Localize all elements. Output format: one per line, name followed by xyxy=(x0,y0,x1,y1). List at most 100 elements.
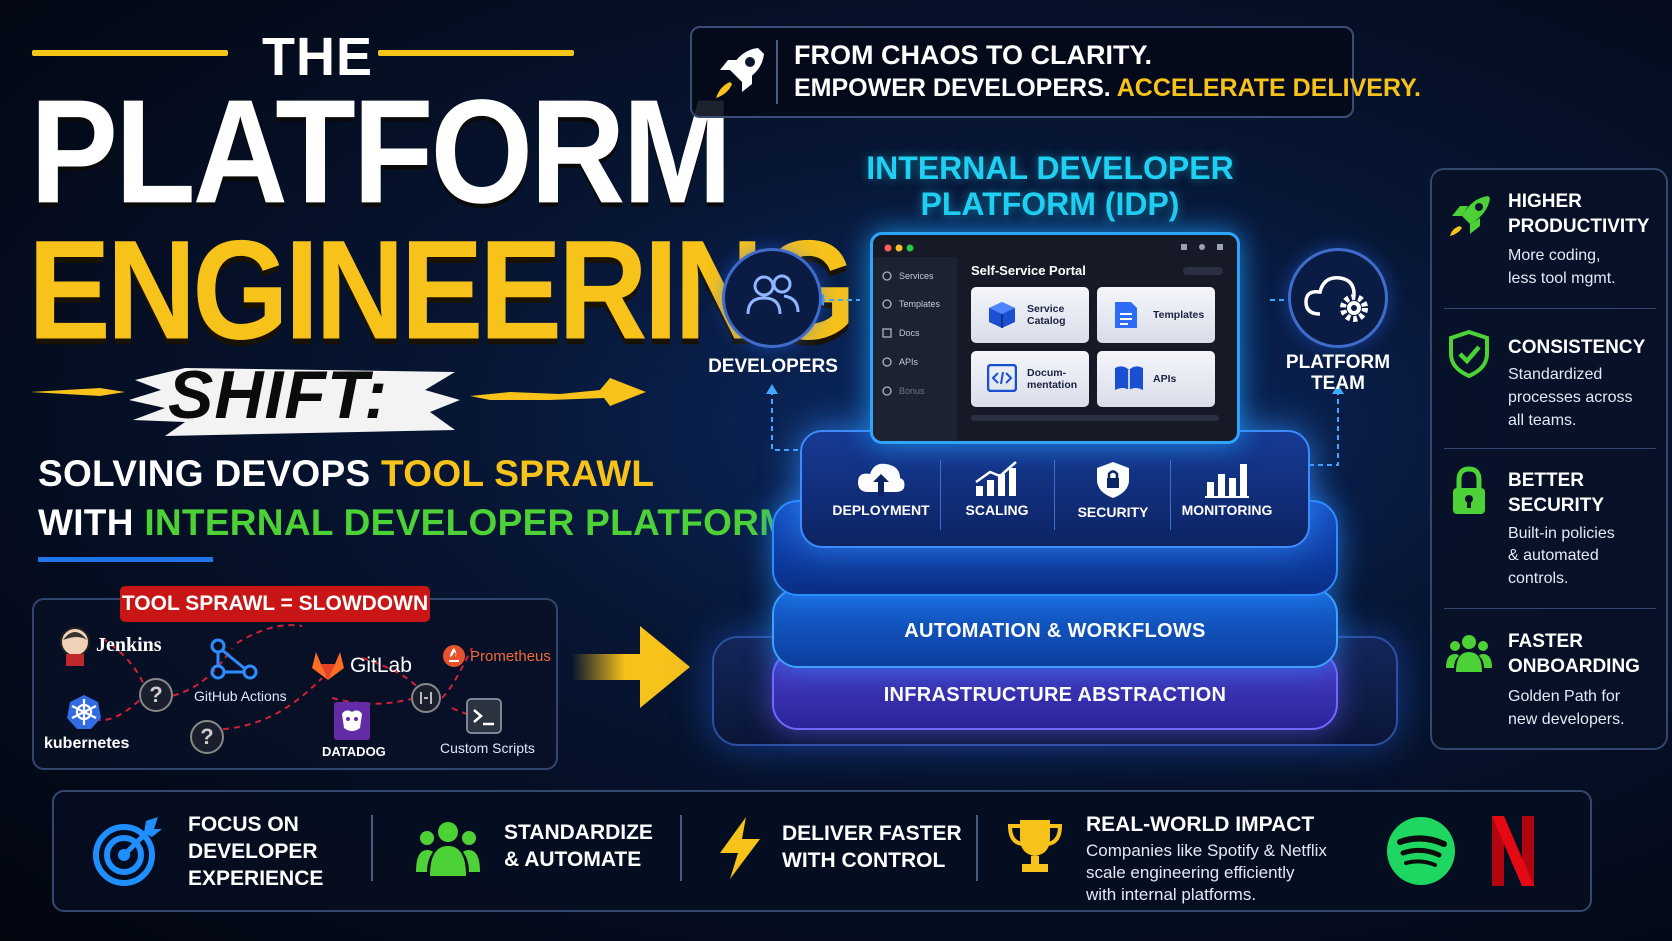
portal-scrollbar[interactable] xyxy=(971,415,1219,421)
tool-label-datadog: DATADOG xyxy=(322,744,386,759)
benefit-desc-productivity-1: More coding, xyxy=(1508,247,1601,264)
layer-label-automation: AUTOMATION & WORKFLOWS xyxy=(904,620,1206,642)
portal-nav-icons xyxy=(882,271,892,396)
bar-chart-icon xyxy=(1205,464,1249,498)
question-mark-icon: ? xyxy=(139,678,173,712)
benefit-desc-onboarding-1: Golden Path for xyxy=(1508,688,1621,705)
bottom-impact-description: Companies like Spotify & Netflix scale e… xyxy=(1086,841,1327,904)
question-mark-icon: ? xyxy=(190,720,224,754)
github-actions-icon xyxy=(210,638,258,680)
yellow-arrow-left-decoration xyxy=(30,388,125,396)
benefit-desc-onboarding-2: new developers. xyxy=(1508,711,1625,728)
banner-headline: FROM CHAOS TO CLARITY. xyxy=(794,40,1153,70)
lock-icon xyxy=(1453,466,1485,514)
benefit-desc-consistency-1: Standardized xyxy=(1508,366,1603,383)
bottom-impact-title: REAL-WORLD IMPACT xyxy=(1086,813,1315,836)
benefit-title-security-1: BETTER xyxy=(1508,470,1584,491)
title-line-left xyxy=(32,50,228,56)
title-engineering: ENGINEERING xyxy=(28,212,856,370)
tile-documentation[interactable]: Docum- mentation xyxy=(971,351,1089,407)
capability-divider xyxy=(1170,460,1171,530)
datadog-icon xyxy=(334,702,370,740)
banner-divider xyxy=(776,40,778,104)
portal-nav-extra[interactable]: Bonus xyxy=(899,386,925,396)
portal-nav-services[interactable]: Services xyxy=(899,271,934,281)
tool-label-gitlab: GitLab xyxy=(350,654,412,677)
rocket-icon xyxy=(1450,196,1490,236)
code-icon xyxy=(987,364,1017,392)
idp-title-line-2: PLATFORM (IDP) xyxy=(920,186,1180,222)
tile-apis[interactable]: APIs xyxy=(1097,351,1215,407)
tile-templates[interactable]: Templates xyxy=(1097,287,1215,343)
bottom-focus-line-2: DEVELOPER xyxy=(188,840,318,863)
big-arrow-right-icon xyxy=(572,626,690,708)
cube-icon xyxy=(989,302,1015,328)
capability-label-scaling: SCALING xyxy=(965,502,1029,518)
people-icon xyxy=(1446,635,1492,672)
people-icon xyxy=(746,274,800,315)
tool-sprawl-panel xyxy=(32,598,558,770)
trophy-icon xyxy=(1007,820,1063,872)
portal-nav-docs[interactable]: Docs xyxy=(899,328,920,338)
capability-security: SECURITY xyxy=(1058,460,1168,534)
benefit-divider xyxy=(1444,608,1656,609)
broken-link-icon xyxy=(411,683,441,713)
window-toolbar-icons xyxy=(1181,244,1223,250)
benefit-desc-security-1: Built-in policies xyxy=(1508,525,1615,542)
capability-divider xyxy=(940,460,941,530)
spotify-logo-icon xyxy=(1387,817,1455,885)
tool-label-jenkins: Jenkins xyxy=(96,634,162,656)
shield-lock-icon xyxy=(1097,462,1129,498)
benefit-desc-security-3: controls. xyxy=(1508,570,1569,587)
cloud-upload-icon xyxy=(858,463,905,496)
benefit-desc-consistency-3: all teams. xyxy=(1508,412,1577,429)
bottom-standardize-line-1: STANDARDIZE xyxy=(504,821,653,844)
capability-scaling: SCALING xyxy=(942,460,1052,534)
bottom-focus-line-3: EXPERIENCE xyxy=(188,867,324,890)
gitlab-icon xyxy=(312,652,344,680)
shield-check-icon xyxy=(1449,330,1489,378)
capability-deployment: DEPLOYMENT xyxy=(826,460,936,534)
portal-sidebar: Services Templates Docs APIs Bonus xyxy=(873,257,957,441)
portal-nav-apis[interactable]: APIs xyxy=(899,357,919,367)
capability-label-monitoring: MONITORING xyxy=(1181,502,1273,518)
layer-label-infrastructure: INFRASTRUCTURE ABSTRACTION xyxy=(883,684,1227,706)
benefit-desc-security-2: & automated xyxy=(1508,547,1599,564)
portal-nav-templates[interactable]: Templates xyxy=(899,299,941,309)
jenkins-icon xyxy=(60,627,90,666)
tile-service-catalog[interactable]: Service Catalog xyxy=(971,287,1089,343)
self-service-portal-window: Services Templates Docs APIs Bonus Self-… xyxy=(870,232,1240,444)
benefit-divider xyxy=(1444,448,1656,449)
bottom-deliver-line-2: WITH CONTROL xyxy=(782,849,946,872)
bottom-divider xyxy=(680,815,682,881)
banner-tagline: EMPOWER DEVELOPERS. ACCELERATE DELIVERY. xyxy=(794,74,1421,102)
idp-title-line-1: INTERNAL DEVELOPER xyxy=(866,150,1234,186)
bottom-focus-line-1: FOCUS ON xyxy=(188,813,299,836)
benefit-desc-consistency-2: processes across xyxy=(1508,389,1633,406)
tool-label-custom-scripts: Custom Scripts xyxy=(440,740,535,756)
yellow-arrow-right-decoration xyxy=(470,378,646,406)
subtitle-line-2: WITH INTERNAL DEVELOPER PLATFORMS xyxy=(38,502,816,543)
benefit-title-onboarding-1: FASTER xyxy=(1508,631,1583,652)
kubernetes-icon xyxy=(67,695,101,729)
benefit-desc-productivity-2: less tool mgmt. xyxy=(1508,270,1616,287)
target-icon xyxy=(93,817,162,886)
title-platform: PLATFORM xyxy=(30,69,732,234)
portal-title: Self-Service Portal xyxy=(971,263,1086,278)
benefit-title-productivity-1: HIGHER xyxy=(1508,191,1582,212)
cloud-gear-icon xyxy=(1304,276,1368,322)
platform-team-label-1: PLATFORM xyxy=(1285,352,1391,373)
portal-search-bar[interactable] xyxy=(1183,267,1223,275)
title-the: THE xyxy=(262,27,373,87)
team-icon xyxy=(416,822,480,876)
platform-team-circle xyxy=(1288,248,1388,348)
lightning-icon xyxy=(720,817,760,879)
bottom-divider xyxy=(976,815,978,881)
bottom-summary-bar xyxy=(52,790,1592,912)
benefit-title-onboarding-2: ONBOARDING xyxy=(1508,656,1640,677)
capability-monitoring: MONITORING xyxy=(1172,460,1282,534)
brush-stroke-decoration xyxy=(129,368,460,436)
prometheus-icon xyxy=(443,645,465,667)
benefit-title-security-2: SECURITY xyxy=(1508,495,1605,516)
benefit-title-consistency: CONSISTENCY xyxy=(1508,337,1646,358)
